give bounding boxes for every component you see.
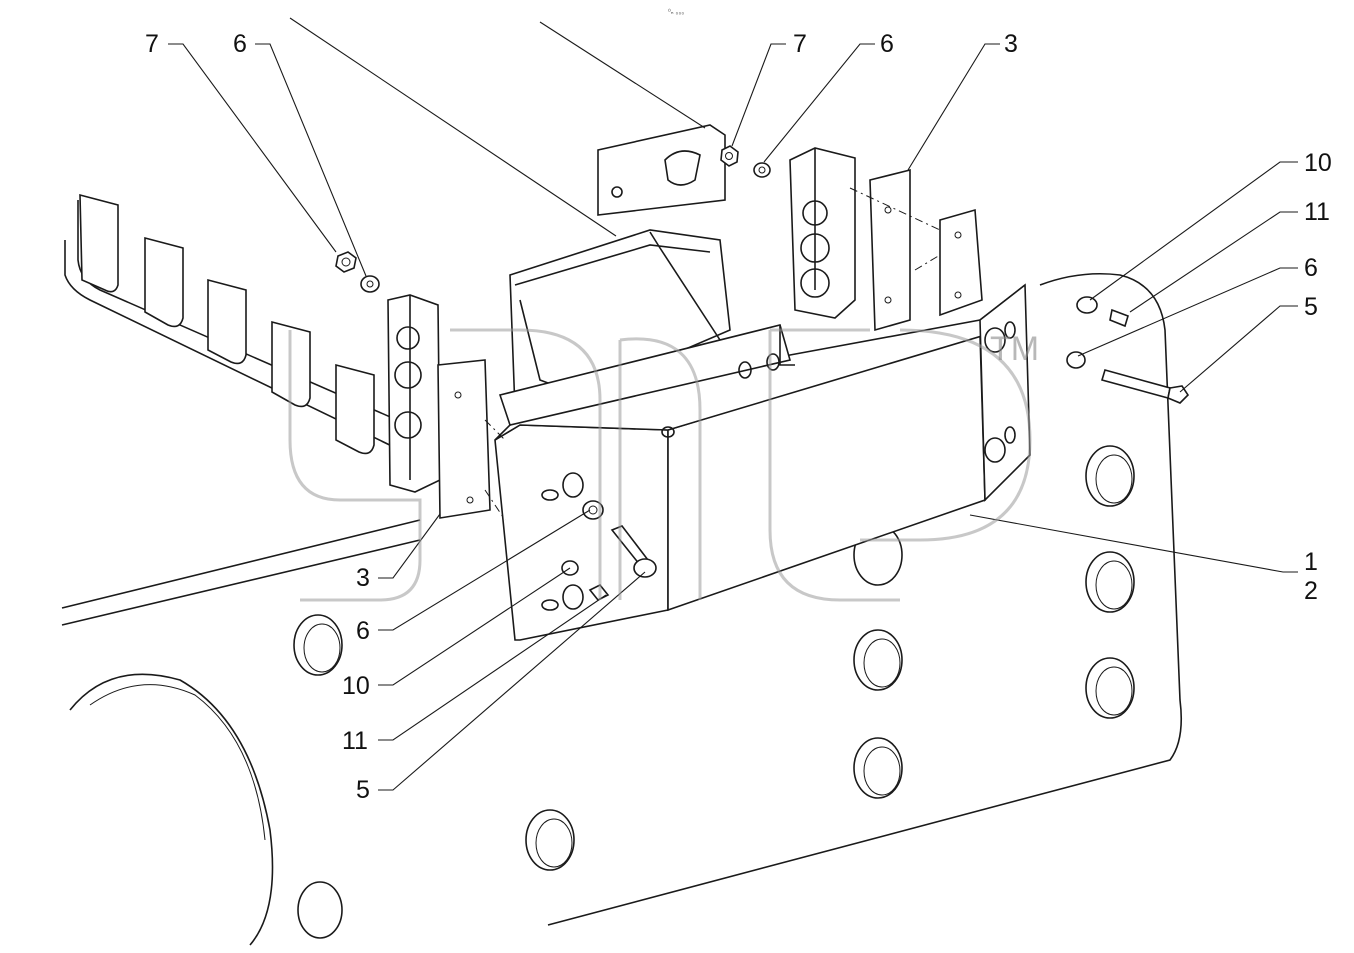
callout-10-bottom: 10 [342,672,370,700]
frame-plate [61,272,1183,946]
main-bracket [494,229,1031,641]
leader-lines [168,17,1298,791]
watermark: TM [288,328,1039,602]
comb-teeth [64,193,421,455]
callout-3-bottom: 3 [356,564,370,592]
callout-labels: 7 6 7 6 3 10 11 6 5 1 2 3 6 10 11 5 [145,30,1332,804]
callout-6-bottom: 6 [356,617,370,645]
callout-10-right: 10 [1304,149,1332,177]
header-mark: ⁰ₙ ₀₀₀ [668,8,684,16]
clamp-block-top-right [789,147,983,332]
callout-3-top: 3 [1004,30,1018,58]
watermark-mark: TM [990,330,1039,368]
callout-11-right: 11 [1304,198,1330,226]
callout-1-right: 1 [1304,548,1318,576]
clamp-plate-top [597,124,726,216]
callout-5-right: 5 [1304,293,1318,321]
callout-6-top: 6 [880,30,894,58]
callout-5-bottom: 5 [356,776,370,804]
callout-7-top: 7 [793,30,807,58]
fasteners [335,145,1190,602]
callout-2-right: 2 [1304,577,1318,605]
callout-6-right: 6 [1304,254,1318,282]
callout-7-left: 7 [145,30,159,58]
callout-6-left: 6 [233,30,247,58]
clamp-block-left [387,294,506,521]
callout-11-bottom: 11 [342,727,368,755]
